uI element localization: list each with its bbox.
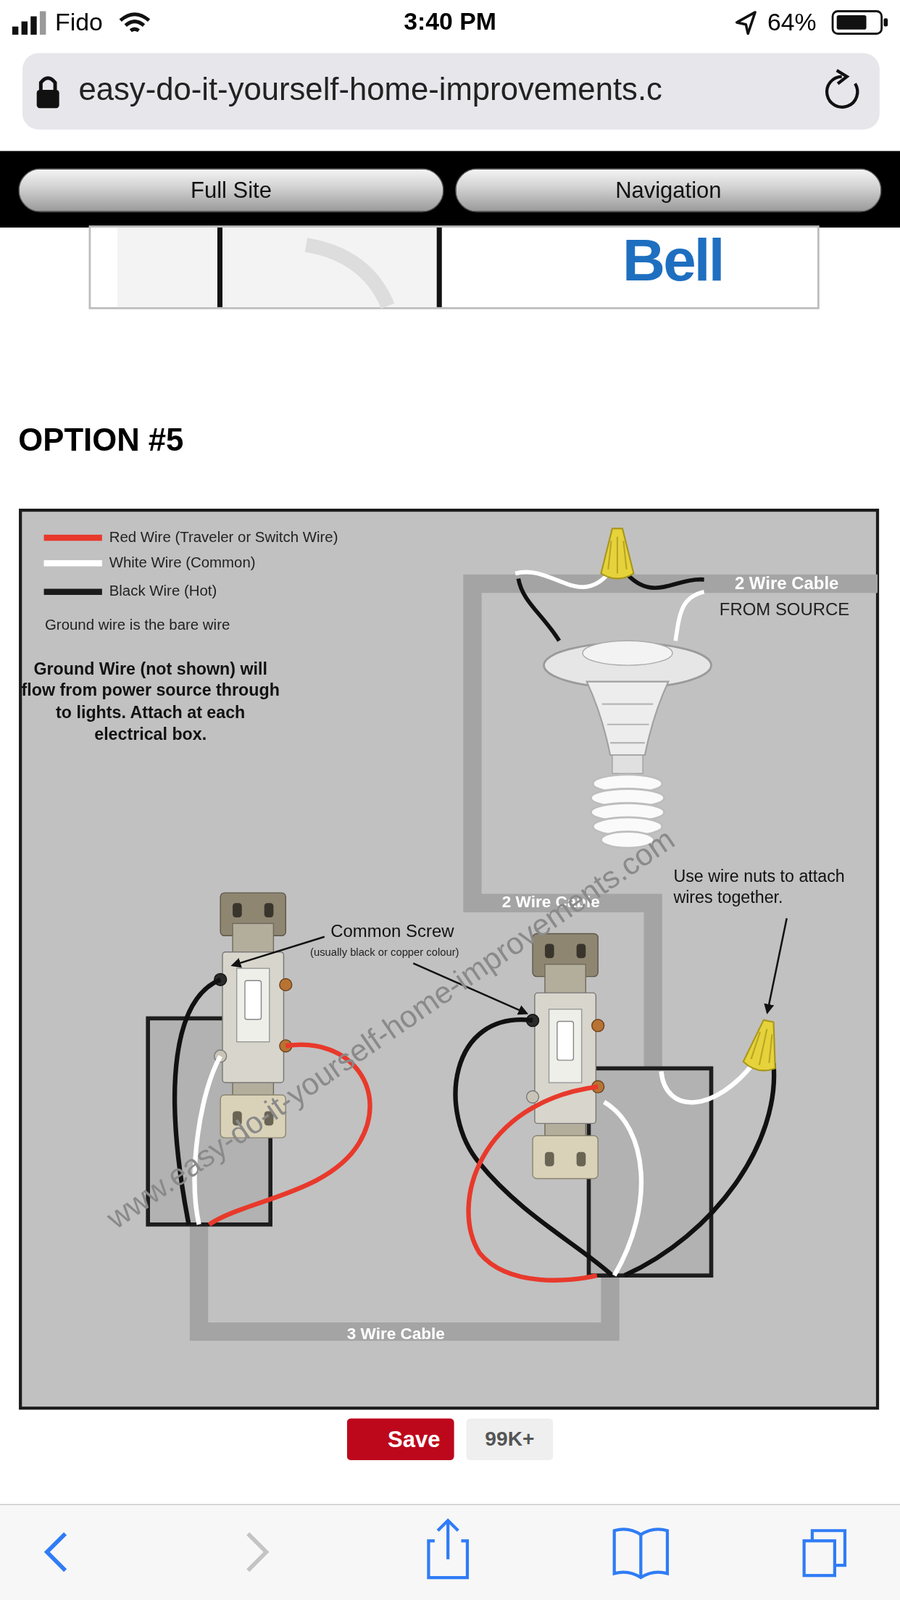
legend-text: White Wire (Common) xyxy=(109,554,256,572)
address-text: easy-do-it-yourself-home-improvements.c xyxy=(78,71,662,109)
save-button: Save xyxy=(347,1418,455,1461)
ground-note: Ground wire is the bare wire xyxy=(44,616,230,634)
section-heading: OPTION #5 xyxy=(18,422,184,460)
button-label: 99K+ xyxy=(484,1427,535,1451)
battery-level: 64% xyxy=(767,7,817,37)
cable-label: 2 Wire Cable xyxy=(734,573,839,594)
screw-callout: Common Screw xyxy=(330,921,454,943)
screw-note: (usually black or copper colour) xyxy=(310,945,459,958)
legend-swatch xyxy=(44,560,103,566)
nav-button: Navigation xyxy=(455,168,882,213)
legend-swatch xyxy=(44,589,103,595)
button-label: Save xyxy=(387,1426,440,1453)
clock: 3:40 PM xyxy=(347,7,553,36)
button-label: Full Site xyxy=(190,176,272,204)
button-label: Navigation xyxy=(615,176,722,204)
wire-nut-callout: Use wire nuts to attach wires together. xyxy=(673,865,876,909)
ad-logo: Bell xyxy=(622,230,724,290)
nav-button: Full Site xyxy=(18,168,444,213)
legend-swatch xyxy=(44,534,103,541)
cable-label: 3 Wire Cable xyxy=(347,1324,445,1343)
cable-source: FROM SOURCE xyxy=(719,600,850,621)
ground-instructions: Ground Wire (not shown) will flow from p… xyxy=(20,657,281,746)
carrier-name: Fido xyxy=(55,7,103,37)
save-count: 99K+ xyxy=(466,1418,554,1461)
legend-text: Red Wire (Traveler or Switch Wire) xyxy=(109,528,339,545)
legend-text: Black Wire (Hot) xyxy=(109,582,218,600)
